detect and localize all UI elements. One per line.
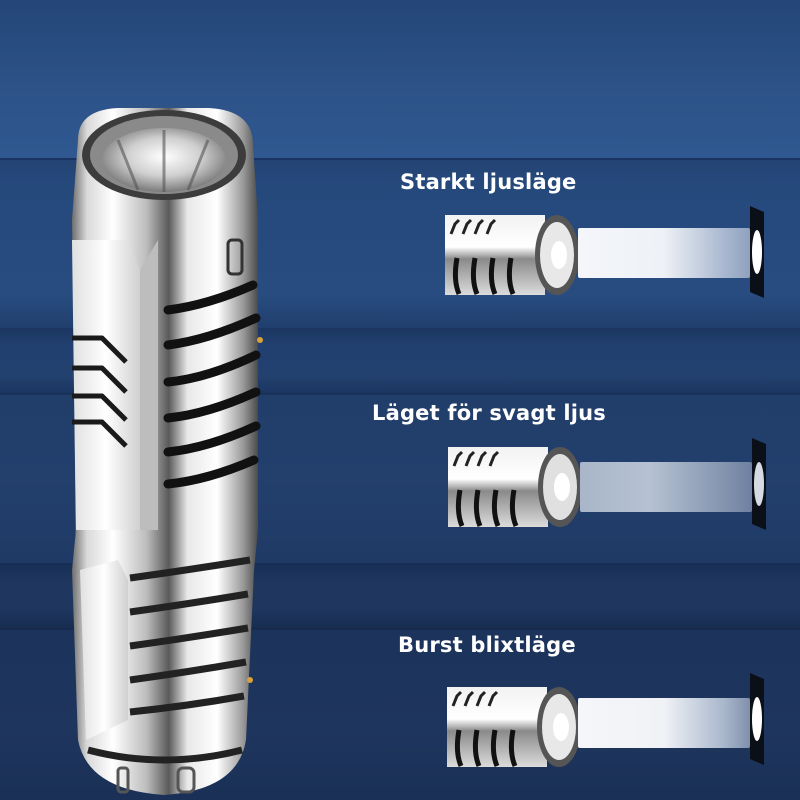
target-wall-icon: [750, 673, 764, 765]
main-flashlight-image: [58, 100, 270, 800]
mini-flashlight-icon: [445, 215, 579, 295]
mode-title: Starkt ljusläge: [400, 170, 577, 194]
mode-title: Burst blixtläge: [398, 633, 576, 657]
flashlight-icon: [72, 108, 263, 795]
mini-flashlight-icon: [447, 687, 581, 767]
mini-flashlight-icon: [448, 447, 582, 527]
light-beam: [580, 462, 752, 512]
target-wall-icon: [750, 206, 764, 298]
light-beam: [578, 228, 750, 278]
mode-title: Läget för svagt ljus: [372, 401, 606, 425]
light-beam: [578, 698, 750, 748]
target-wall-icon: [752, 438, 766, 530]
